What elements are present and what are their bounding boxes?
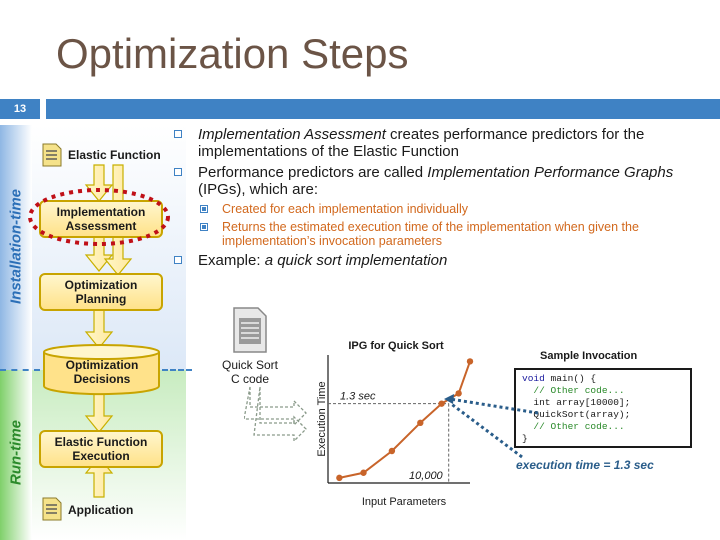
x-axis-label: Input Parameters [362,496,447,508]
od-line1: Optimization [65,358,139,372]
source-to-chart-arrows [244,386,307,443]
bullet-3-em: a quick sort implementation [264,252,448,269]
runtime-band [0,370,32,540]
code-line2: // Other code... [522,385,625,396]
installation-band [0,125,32,370]
sub-bullet-2: Returns the estimated execution time of … [172,220,692,248]
ia-line1: Implementation [56,205,146,219]
code-line1-rest: main() { [544,373,597,384]
bullet-2: Performance predictors are called Implem… [172,164,692,198]
phase-divider-left [0,369,40,371]
highlight-ellipse [28,188,170,246]
data-point [455,390,462,397]
source-file-icon [233,307,267,353]
ia-line2: Assessment [65,219,137,233]
bullet-1-rest: creates performance predictors for the i… [198,126,645,160]
sub-bullet-1: Created for each implementation individu… [172,202,692,216]
bullet-list: Implementation Assessment creates perfor… [172,126,692,273]
code-line3: int array[10000]; [522,397,631,408]
quick-sort-line1: Quick Sort [222,358,279,372]
arrow-od-to-efe [84,389,114,433]
data-point [360,469,367,476]
bullet-3-pre: Example: [198,252,265,269]
bullet-2-post: (IPGs), which are: [198,181,319,198]
phase-divider-right [162,369,192,371]
bullet-2-em: Implementation Performance Graphs [427,164,674,181]
application-label: Application [68,503,134,517]
bullet-1-em: Implementation Assessment [198,126,386,143]
y-marker-label: 1.3 sec [340,391,376,403]
op-line1: Optimization [64,278,138,292]
x-marker-label: 10,000 [409,470,444,482]
data-point [438,400,445,407]
bullet-3: Example: a quick sort implementation [172,252,692,269]
code-line6: } [522,433,528,444]
optimization-decisions-cylinder [43,344,160,396]
document-icon [42,497,62,521]
quick-sort-line2: C code [230,372,270,386]
op-line2: Planning [75,292,127,306]
bullet-2-pre: Performance predictors are called [198,164,428,181]
slide-title: Optimization Steps [56,30,409,77]
arrow-ia-to-op [84,234,114,272]
document-icon [42,143,62,167]
od-line2: Decisions [73,372,131,386]
data-point [388,447,396,455]
code-void: void [522,373,545,384]
efe-line1: Elastic Function [54,435,148,449]
code-block: void main() { // Other code... int array… [514,368,692,448]
invocation-arrows [444,394,539,459]
efe-line2: Execution [72,449,130,463]
data-point [336,474,343,482]
header-rule [46,99,720,119]
data-point [417,419,424,427]
code-line4: QuickSort(array); [522,409,631,420]
data-point [466,358,474,365]
chart-title: IPG for Quick Sort [348,340,444,352]
execution-time-result: execution time = 1.3 sec [516,458,654,472]
arrow-op-to-od [84,309,114,349]
y-axis-label: Execution Time [316,381,328,456]
elastic-function-label: Elastic Function [68,148,161,162]
bullet-1: Implementation Assessment creates perfor… [172,126,692,160]
sample-invocation-title: Sample Invocation [540,350,638,362]
code-line5: // Other code... [522,421,625,432]
page-number: 13 [0,99,40,119]
